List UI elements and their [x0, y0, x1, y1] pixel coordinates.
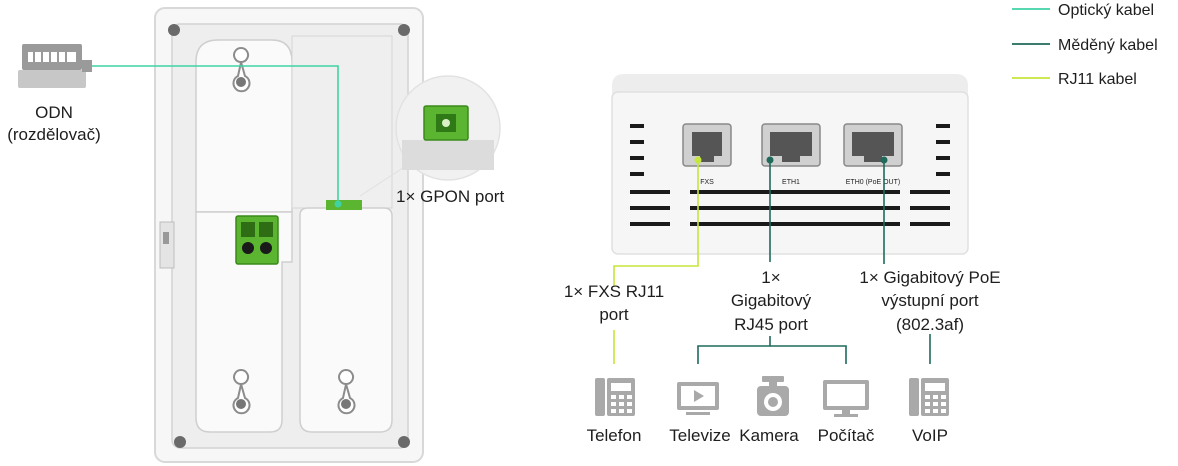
wall-plate-back — [154, 7, 424, 463]
gig-label-line1: 1× — [761, 268, 780, 287]
gpon-port-label: 1× GPON port — [396, 187, 504, 206]
device-label-televize: Televize — [669, 426, 730, 445]
poe-label-line1: 1× Gigabitový PoE — [859, 268, 1000, 287]
legend: Optický kabel Měděný kabel RJ11 kabel — [1012, 2, 1158, 88]
voip-phone-icon — [909, 378, 949, 416]
gig-label-line3: RJ45 port — [734, 315, 808, 334]
odn-sublabel: (rozdělovač) — [7, 125, 101, 144]
fxs-label-line2: port — [599, 305, 629, 324]
monitor-icon — [823, 380, 869, 417]
poe-label-line2: výstupní port — [881, 291, 979, 310]
telephone-icon — [595, 378, 635, 416]
eth1-port — [761, 123, 821, 167]
device-label-voip: VoIP — [912, 426, 948, 445]
poe-label-line3: (802.3af) — [896, 315, 964, 334]
port-label-fxs: FXS — [700, 179, 714, 186]
fxs-port — [682, 123, 732, 167]
gpon-zoom — [395, 75, 501, 181]
splitter-icon — [18, 44, 92, 88]
eth0-poe-port — [843, 123, 903, 167]
optical-cable-line — [92, 65, 339, 204]
legend-copper: Měděný kabel — [1058, 37, 1158, 54]
rj11-cable-line — [613, 160, 699, 286]
tv-icon — [677, 382, 719, 415]
fxs-label-line1: 1× FXS RJ11 — [564, 282, 664, 301]
legend-rj11: RJ11 kabel — [1058, 71, 1137, 88]
port-label-eth0: ETH0 (PoE OUT) — [846, 179, 900, 186]
legend-optical: Optický kabel — [1058, 2, 1154, 19]
device-label-telefon: Telefon — [587, 426, 642, 445]
gig-label-line2: Gigabitový — [731, 291, 812, 310]
port-label-eth1: ETH1 — [782, 179, 800, 186]
device-label-kamera: Kamera — [739, 426, 799, 445]
odn-label: ODN — [35, 103, 73, 122]
camera-icon — [757, 376, 789, 416]
device-label-pocitac: Počítač — [818, 426, 875, 445]
